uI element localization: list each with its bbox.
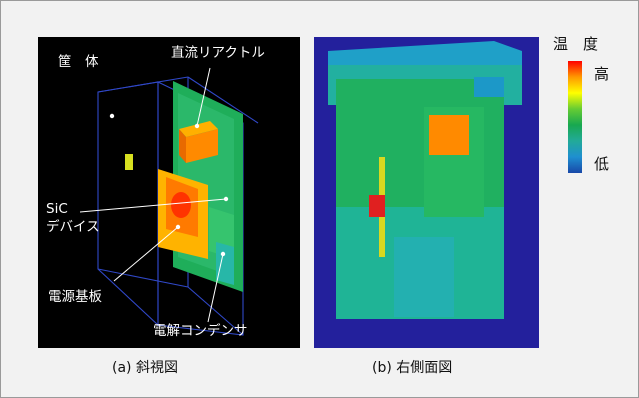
legend-high: 高 (594, 65, 610, 83)
leader-lines (79, 198, 227, 323)
right-side-view-panel (314, 37, 539, 348)
side-sic-hotspot (369, 195, 385, 217)
dc-reactor-hotspot (186, 129, 218, 163)
label-capacitor: 電解コンデンサ (153, 323, 248, 339)
label-dc-reactor: 直流リアクトル (171, 45, 265, 61)
perspective-view-image (79, 67, 259, 336)
side-reactor-hotspot (429, 115, 469, 155)
right-side-view-image (314, 37, 539, 348)
legend-low: 低 (594, 155, 610, 173)
label-power-board: 電源基板 (48, 289, 102, 305)
capacitor-hotspot (216, 242, 234, 285)
caption-a: (a) 斜視図 (112, 360, 178, 376)
label-device: デバイス (46, 219, 100, 235)
label-enclosure: 筐 体 (58, 54, 99, 70)
legend-color-bar (568, 61, 582, 173)
label-sic: SiC (46, 201, 68, 217)
legend-title: 温 度 (553, 35, 599, 53)
caption-b: (b) 右側面図 (372, 360, 453, 376)
perspective-view-panel: 筐 体 直流リアクトル SiC デバイス 電源基板 電解コンデンサ (38, 37, 300, 348)
